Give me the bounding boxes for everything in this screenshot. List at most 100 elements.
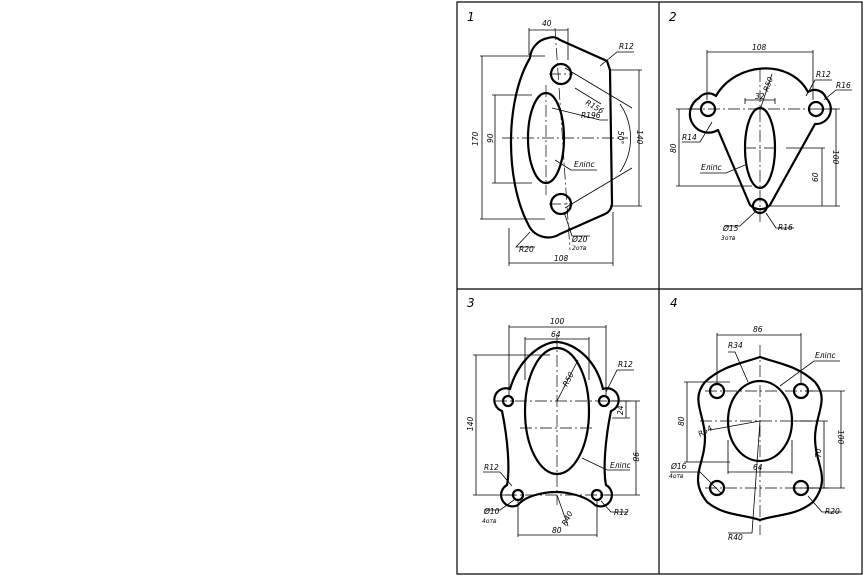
- label-holes-2: 3отв: [721, 235, 736, 242]
- leader-r156: [574, 87, 602, 105]
- label-r12-right-3: R12: [614, 508, 629, 517]
- label-holes-4: 4отв: [669, 473, 684, 480]
- angle-lines: [564, 67, 633, 209]
- dim-108-lines-2: [706, 50, 814, 100]
- leader-phi10: [484, 499, 515, 511]
- dim-32: 32: [755, 92, 765, 101]
- dim-100-lines-2: [768, 108, 840, 207]
- leader-r12-top-3: [605, 369, 634, 393]
- leader-r12-left-3: [483, 471, 513, 487]
- label-phi20: Ø20: [571, 235, 588, 244]
- dim-100-2: 100: [831, 150, 840, 165]
- dim-90: 90: [486, 133, 495, 143]
- label-r40-3: R40: [560, 509, 575, 526]
- dim-24: 24: [616, 405, 625, 415]
- leader-r50-2: [759, 73, 773, 111]
- label-r12: R12: [619, 42, 634, 51]
- label-phi16: Ø16: [670, 462, 687, 471]
- label-r16-top: R16: [836, 81, 851, 90]
- dim-60-lines: [786, 147, 825, 206]
- leader-phi15: [724, 211, 756, 227]
- label-ellipse-2: Еліпс: [701, 163, 723, 172]
- dim-140-3: 140: [466, 416, 475, 431]
- dim-108-2: 108: [752, 43, 767, 52]
- dim-angle-50: 50°: [616, 131, 625, 145]
- leader-r20-4: [807, 495, 842, 513]
- dim-70: 70: [814, 448, 823, 458]
- leader-r12: [599, 51, 634, 67]
- dim-80-lines-4: [684, 381, 730, 463]
- panel-1-number: 1: [467, 10, 475, 24]
- leader-r34: [728, 351, 749, 383]
- panel-1: 1 40 170 90 140 50° R12 R156 R196 Еліпс: [467, 10, 644, 266]
- dim-70-lines: [792, 420, 828, 489]
- dim-108-lines: [508, 212, 614, 266]
- dim-60: 60: [811, 172, 820, 182]
- leader-r40-3: [556, 494, 569, 527]
- leader-r14: [682, 121, 713, 143]
- leader-ellipse-4: [779, 360, 840, 387]
- label-phi15: Ø15: [722, 224, 739, 233]
- label-holes-3: 4отв: [482, 518, 497, 525]
- label-r50-2: R50: [761, 76, 775, 93]
- part-2-outline: [688, 67, 832, 211]
- dim-32-lines: [744, 98, 776, 104]
- panel-3-number: 3: [467, 296, 475, 310]
- label-ellipse-3: Еліпс: [610, 461, 632, 470]
- dim-80-lines-2: [676, 108, 752, 187]
- dim-40-lines: [528, 28, 569, 60]
- dim-40: 40: [542, 19, 552, 28]
- leader-r16-top: [823, 89, 852, 101]
- label-r20-4: R20: [825, 507, 840, 516]
- panel-2: 2 108 R50 32 R12 R16 R14 80 Еліпс 100 60…: [669, 10, 852, 242]
- label-r50-3: R50: [561, 370, 576, 387]
- leader-r12-right-3: [600, 500, 628, 513]
- dim-64-lines: [524, 337, 590, 380]
- dim-64-lines-4: [727, 440, 793, 474]
- dim-86: 86: [753, 325, 763, 334]
- label-r20: R20: [519, 245, 534, 254]
- label-r14: R14: [682, 133, 697, 142]
- label-ellipse-1: Еліпс: [574, 160, 596, 169]
- label-r12-top-3: R12: [618, 360, 633, 369]
- dim-170: 170: [471, 131, 480, 146]
- dim-86-lines: [716, 333, 802, 385]
- dim-140: 140: [635, 130, 644, 145]
- angle-arc: [619, 103, 631, 173]
- panel-2-number: 2: [669, 10, 677, 24]
- dim-98-lines: [600, 400, 640, 496]
- dim-170-lines: [480, 55, 545, 220]
- dim-80-3: 80: [552, 526, 562, 535]
- part-3-outline: [493, 340, 620, 508]
- label-r196: R196: [581, 111, 601, 120]
- centerline-vertical: [554, 27, 571, 251]
- label-r12-2: R12: [816, 70, 831, 79]
- dim-140-lines-3: [473, 354, 550, 496]
- leader-ellipse-3: [581, 457, 630, 471]
- dim-64-4: 64: [753, 463, 763, 472]
- leader-r54: [709, 420, 761, 431]
- panel-4: 4 86 R34 Еліпс 80 R54 100 70 64 Ø16 4отв…: [669, 296, 845, 542]
- leader-r196: [551, 107, 608, 121]
- dim-98: 98: [631, 452, 640, 462]
- leader-phi20: [563, 211, 590, 237]
- leader-ellipse-1: [554, 159, 597, 171]
- label-phi10: Ø10: [483, 507, 500, 516]
- leader-phi16: [670, 471, 723, 495]
- label-r12-left-3: R12: [484, 463, 499, 472]
- label-r40-4: R40: [728, 533, 743, 542]
- label-holes-1: 2отв: [572, 245, 587, 252]
- label-ellipse-4: Еліпс: [815, 351, 837, 360]
- leader-r50-3: [556, 359, 579, 402]
- dim-80-2: 80: [669, 143, 678, 153]
- label-r16-bottom: R16: [778, 223, 793, 232]
- dim-64: 64: [551, 330, 561, 339]
- dim-140-lines: [610, 69, 642, 207]
- dim-100-lines-3: [508, 325, 607, 395]
- part-1-outline: [509, 36, 614, 239]
- dim-80-4: 80: [677, 416, 686, 426]
- dim-80-lines-3: [517, 500, 598, 537]
- panel-3: 3 100 64 R50 R12 140 24 98 R12 Еліпс Ø10…: [466, 296, 640, 537]
